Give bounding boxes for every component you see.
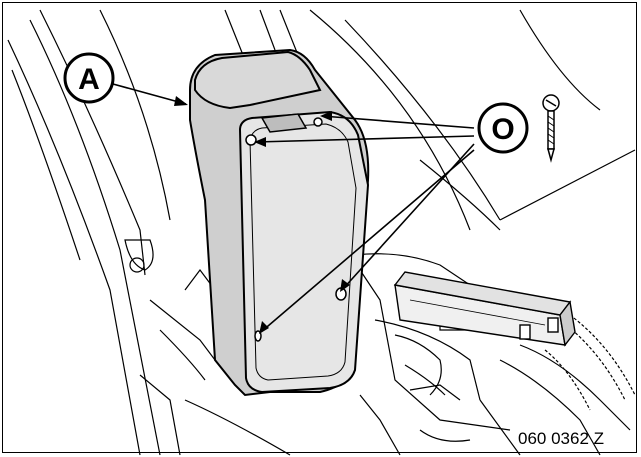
interior-background-lines <box>7 9 636 456</box>
center-console <box>189 48 370 397</box>
callout-a: A <box>63 52 115 104</box>
callout-o: O <box>477 102 529 154</box>
figure-reference: 060 0362 Z <box>518 429 604 448</box>
callout-a-label: A <box>78 63 100 96</box>
callout-o-label: O <box>491 113 514 146</box>
leader-arrowheads <box>174 96 350 334</box>
rail-assembly <box>393 271 576 347</box>
leader-lines <box>112 83 475 333</box>
screw-icon <box>542 94 560 163</box>
